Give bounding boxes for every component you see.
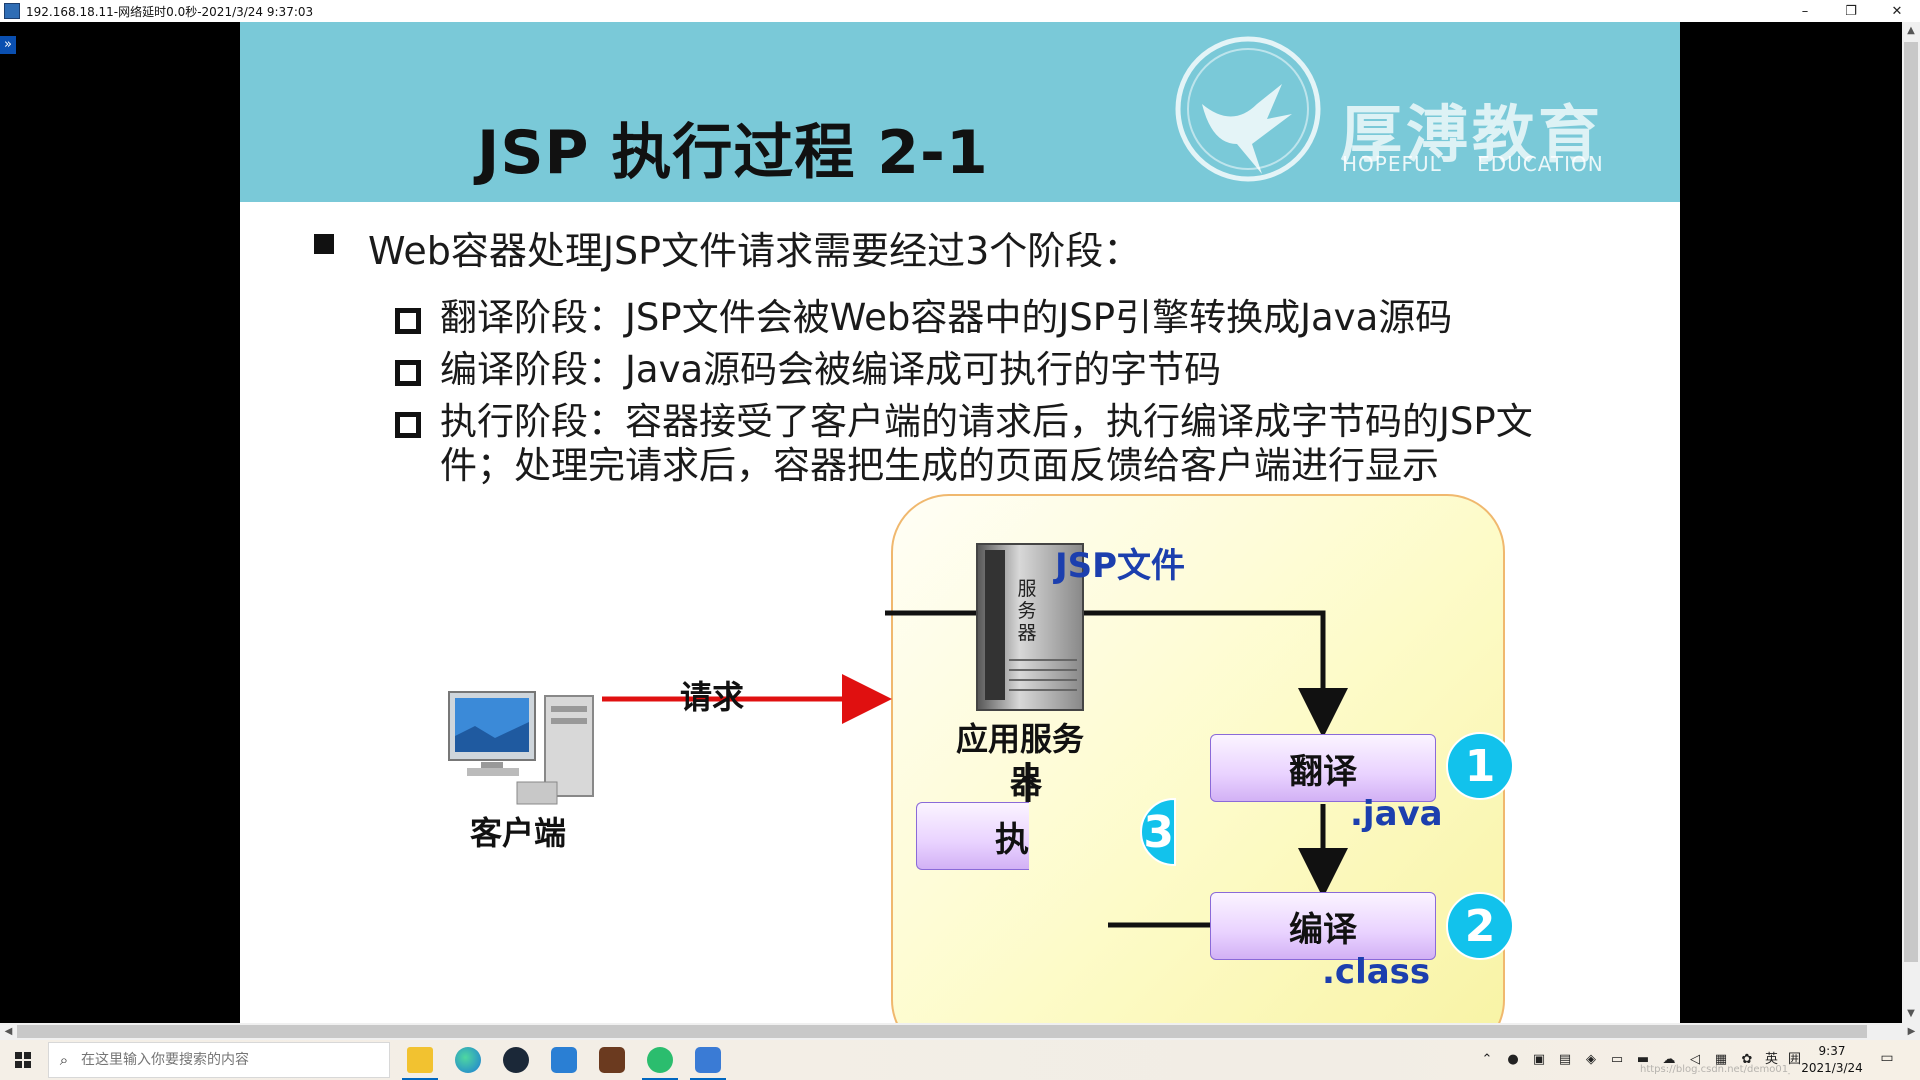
sub-bullet-text: 件；处理完请求后，容器把生成的页面反馈给客户端进行显示: [440, 444, 1439, 487]
system-tray: ⌃ ● ▣ ▤ ◈ ▭ ▬ ☁ ◁ ▦ ✿ 英 囲: [1474, 1040, 1806, 1080]
file-explorer-icon[interactable]: [396, 1040, 444, 1080]
restore-button[interactable]: ❐: [1845, 3, 1857, 19]
network-icon[interactable]: ▭: [1610, 1052, 1624, 1067]
tray-app-icon[interactable]: ▣: [1532, 1052, 1546, 1067]
hollow-square-bullet-icon: [395, 360, 421, 386]
step-1-badge: 1: [1446, 732, 1514, 800]
taskbar-search-input[interactable]: [79, 1051, 373, 1069]
server-icon: [976, 543, 1084, 711]
class-file-label: .class: [1322, 952, 1431, 992]
rdp-expand-toolbar-button[interactable]: »: [0, 36, 16, 54]
clock-time: 9:37: [1818, 1044, 1846, 1058]
shield-icon[interactable]: ◈: [1586, 1052, 1596, 1067]
scroll-right-icon[interactable]: ▶: [1907, 1026, 1916, 1037]
logo-subtitle: HOPEFUL EDUCATION: [1342, 152, 1632, 176]
client-label: 客户端: [470, 814, 567, 852]
sub-bullet-text: 翻译阶段：JSP文件会被Web容器中的JSP引擎转换成Java源码: [440, 296, 1453, 339]
cloud-icon[interactable]: ☁: [1662, 1052, 1676, 1067]
minimize-button[interactable]: –: [1801, 3, 1809, 19]
jsp-to-translate-arrow: [885, 610, 1348, 738]
logo-wordmark: 厚溥教育: [1340, 98, 1605, 171]
steam-icon[interactable]: [492, 1040, 540, 1080]
client-computer-icon: [448, 691, 594, 805]
step-2-badge: 2: [1446, 892, 1514, 960]
battery-icon[interactable]: ▬: [1636, 1052, 1650, 1067]
server-glyph-label: 服务器: [1017, 578, 1037, 644]
edge-icon[interactable]: [444, 1040, 492, 1080]
execute-step-box: 执: [916, 802, 1029, 870]
logo-sub-hopeful: HOPEFUL: [1342, 152, 1442, 176]
tray-app-icon[interactable]: ✿: [1741, 1052, 1753, 1067]
chat-icon[interactable]: [636, 1040, 684, 1080]
hollow-square-bullet-icon: [395, 308, 421, 334]
sub-bullet-text: 编译阶段：Java源码会被编译成可执行的字节码: [440, 348, 1222, 391]
presentation-slide: JSP 执行过程 2-1 厚溥教育 HOPEFUL EDUCATION Web容…: [240, 22, 1680, 1023]
hopeful-logo-emblem-icon: [1175, 36, 1321, 182]
remote-desktop-icon[interactable]: [684, 1040, 732, 1080]
hollow-square-bullet-icon: [395, 412, 421, 438]
remote-desktop-app-icon: [4, 3, 20, 19]
search-icon: ⌕: [59, 1051, 69, 1069]
main-bullet-text: Web容器处理JSP文件请求需要经过3个阶段：: [368, 229, 1142, 273]
sub-bullet: 执行阶段：容器接受了客户端的请求后，执行编译成字节码的JSP文: [395, 400, 1533, 444]
sub-bullet: 翻译阶段：JSP文件会被Web容器中的JSP引擎转换成Java源码: [395, 296, 1453, 340]
volume-icon[interactable]: ◁: [1690, 1052, 1700, 1067]
horizontal-scrollbar[interactable]: ◀ ▶: [0, 1023, 1920, 1040]
taskbar: ⌕ ⌃ ● ▣ ▤ ◈ ▭ ▬ ☁ ◁ ▦ ✿ 英 囲 https://blog…: [0, 1040, 1920, 1080]
main-bullet: Web容器处理JSP文件请求需要经过3个阶段：: [314, 220, 1142, 275]
app-server-label-continued: 器: [1010, 763, 1043, 801]
square-bullet-icon: [314, 234, 334, 254]
steam-tray-icon[interactable]: ●: [1507, 1052, 1519, 1067]
remote-app-icon[interactable]: [540, 1040, 588, 1080]
logo-sub-education: EDUCATION: [1477, 152, 1604, 176]
start-button[interactable]: [0, 1040, 46, 1080]
scroll-up-icon[interactable]: ▲: [1907, 25, 1915, 36]
window-title: 192.168.18.11-网络延时0.0秒-2021/3/24 9:37:03: [26, 4, 314, 19]
sub-bullet-text: 执行阶段：容器接受了客户端的请求后，执行编译成字节码的JSP文: [440, 400, 1533, 443]
app-server-label: 应用服务: [956, 720, 1085, 758]
compile-step-box: 编译: [1210, 892, 1436, 960]
translate-step-box: 翻译: [1210, 734, 1436, 802]
clock-date: 2021/3/24: [1801, 1061, 1863, 1075]
chevron-up-icon[interactable]: ⌃: [1481, 1052, 1493, 1067]
slide-header-band: [240, 22, 1680, 202]
window-title-bar: 192.168.18.11-网络延时0.0秒-2021/3/24 9:37:03…: [0, 0, 1920, 22]
close-button[interactable]: ✕: [1891, 3, 1903, 19]
windows-logo-icon: [15, 1052, 31, 1068]
tray-app-icon[interactable]: ▤: [1558, 1052, 1572, 1067]
blog-watermark: https://blog.csdn.net/demo01_d3ng: [1640, 1064, 1790, 1075]
notification-center-icon[interactable]: ▭: [1880, 1050, 1894, 1066]
ime-mode-indicator[interactable]: 囲: [1788, 1052, 1802, 1067]
sub-bullet-continuation: 件；处理完请求后，容器把生成的页面反馈给客户端进行显示: [440, 444, 1439, 488]
slide-title: JSP 执行过程 2-1: [477, 118, 989, 188]
vertical-scroll-thumb[interactable]: [1904, 42, 1918, 962]
game-icon[interactable]: [588, 1040, 636, 1080]
scroll-down-icon[interactable]: ▼: [1907, 1008, 1915, 1019]
scroll-left-icon[interactable]: ◀: [4, 1026, 13, 1037]
ime-language-indicator[interactable]: 英: [1765, 1052, 1779, 1067]
sub-bullet: 编译阶段：Java源码会被编译成可执行的字节码: [395, 348, 1222, 392]
java-file-label: .java: [1350, 794, 1443, 834]
tray-app-icon[interactable]: ▦: [1714, 1052, 1728, 1067]
request-label: 请求: [680, 678, 745, 716]
horizontal-scroll-thumb[interactable]: [17, 1025, 1867, 1038]
diagram-connectors: [602, 610, 1348, 928]
taskbar-search-box[interactable]: ⌕: [48, 1042, 390, 1078]
taskbar-clock[interactable]: 9:37 2021/3/24: [1796, 1043, 1868, 1079]
jsp-file-label: JSP文件: [1055, 546, 1186, 586]
vertical-scrollbar[interactable]: ▲ ▼: [1902, 22, 1920, 1023]
window-controls: – ❐ ✕: [1782, 0, 1920, 22]
